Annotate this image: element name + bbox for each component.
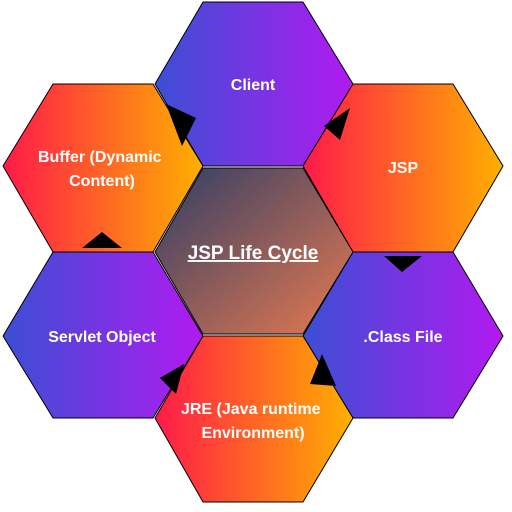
node-label-class-file: .Class File <box>363 329 442 346</box>
arrow-servlet-object-to-buffer <box>82 232 122 248</box>
node-label-servlet-object: Servlet Object <box>48 329 156 346</box>
node-label-jsp: JSP <box>388 160 419 177</box>
node-label-jre: JRE (Java runtime Environment) <box>181 401 325 442</box>
arrow-jre-to-servlet-object <box>160 364 184 394</box>
center-title: JSP Life Cycle <box>188 243 319 264</box>
node-label-client: Client <box>231 77 276 94</box>
hex-center <box>154 167 354 335</box>
arrow-buffer-to-client <box>166 104 196 146</box>
hex-buffer <box>2 83 204 253</box>
arrow-client-to-jsp <box>324 108 350 140</box>
arrow-jsp-to-class-file <box>384 256 422 272</box>
node-label-buffer: Buffer (Dynamic Content) <box>38 149 166 190</box>
arrow-class-file-to-jre <box>310 354 336 386</box>
